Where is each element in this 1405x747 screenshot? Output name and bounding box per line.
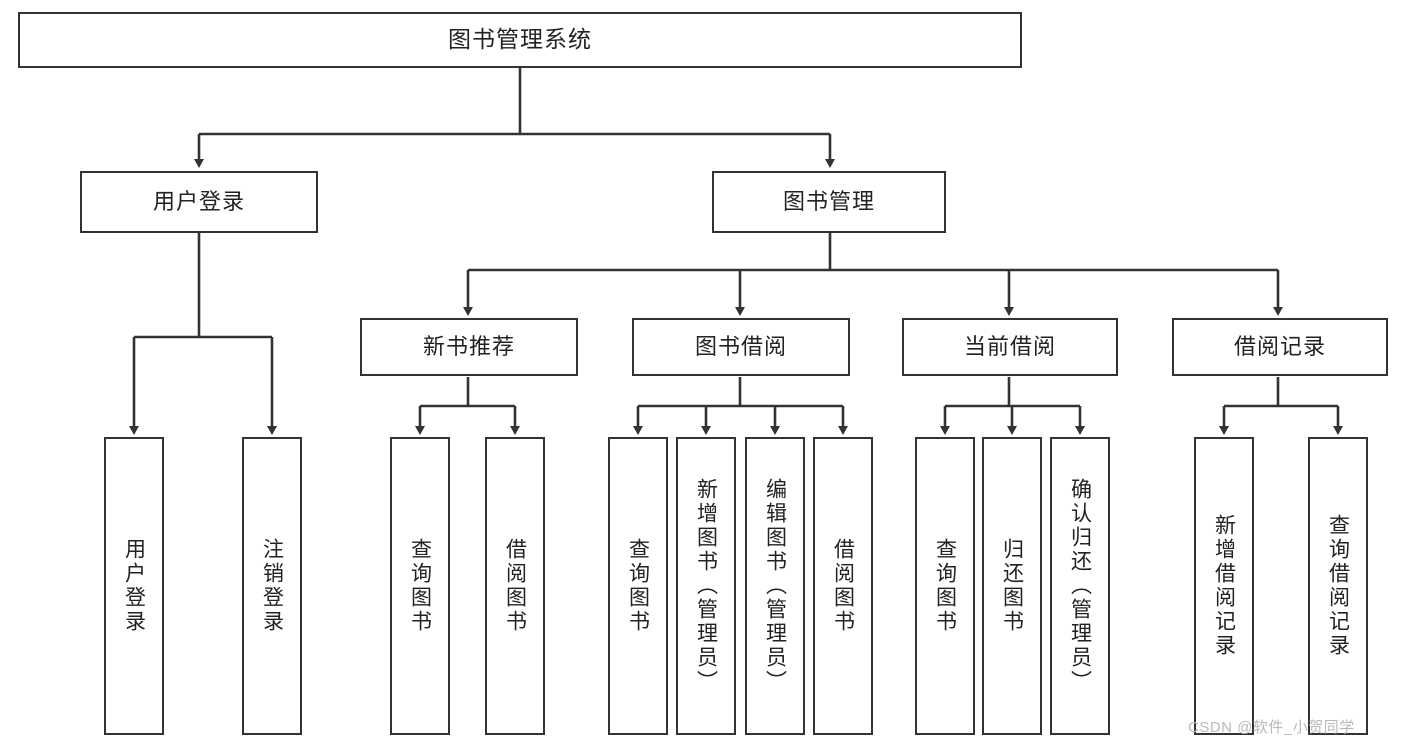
node-borrow-record-label: 借阅记录 [1233,333,1326,359]
leaf-br-add-record[interactable]: 新增借阅记录 [1194,437,1254,735]
leaf-cb-return-book[interactable]: 归还图书 [982,437,1042,735]
csdn-watermark: CSDN @软件_小贺同学 [1188,719,1355,736]
leaf-br-query-record[interactable]: 查询借阅记录 [1308,437,1368,735]
node-root-label: 图书管理系统 [448,26,592,53]
node-new-book-recommend[interactable]: 新书推荐 [360,318,578,376]
leaf-bb-add-book[interactable]: 新增图书（管理员） [676,437,736,735]
node-user-login-label: 用户登录 [152,188,245,214]
leaf-nb-query-book-label: 查询图书 [408,538,432,634]
leaf-bb-edit-book-label: 编辑图书（管理员） [763,478,787,694]
leaf-nb-borrow-book-label: 借阅图书 [503,538,527,634]
leaf-cb-query-book-label: 查询图书 [933,538,957,634]
node-borrow-record[interactable]: 借阅记录 [1172,318,1388,376]
leaf-cb-query-book[interactable]: 查询图书 [915,437,975,735]
leaf-bb-edit-book[interactable]: 编辑图书（管理员） [745,437,805,735]
leaf-user-login-label: 用户登录 [122,538,146,634]
leaf-bb-query-book[interactable]: 查询图书 [608,437,668,735]
leaf-bb-borrow-book[interactable]: 借阅图书 [813,437,873,735]
leaf-user-login[interactable]: 用户登录 [104,437,164,735]
leaf-br-add-record-label: 新增借阅记录 [1212,514,1236,658]
leaf-bb-query-book-label: 查询图书 [626,538,650,634]
node-book-manage[interactable]: 图书管理 [712,171,946,233]
leaf-cb-confirm-return-label: 确认归还（管理员） [1068,478,1092,694]
node-book-borrow[interactable]: 图书借阅 [632,318,850,376]
leaf-cb-confirm-return[interactable]: 确认归还（管理员） [1050,437,1110,735]
leaf-nb-borrow-book[interactable]: 借阅图书 [485,437,545,735]
node-current-borrow[interactable]: 当前借阅 [902,318,1118,376]
leaf-logout[interactable]: 注销登录 [242,437,302,735]
node-user-login[interactable]: 用户登录 [80,171,318,233]
leaf-bb-add-book-label: 新增图书（管理员） [694,478,718,694]
node-root[interactable]: 图书管理系统 [18,12,1022,68]
leaf-br-query-record-label: 查询借阅记录 [1326,514,1350,658]
node-new-book-recommend-label: 新书推荐 [422,333,515,359]
leaf-nb-query-book[interactable]: 查询图书 [390,437,450,735]
node-book-borrow-label: 图书借阅 [694,333,787,359]
leaf-logout-label: 注销登录 [260,538,284,634]
node-book-manage-label: 图书管理 [782,188,875,214]
leaf-cb-return-book-label: 归还图书 [1000,538,1024,634]
leaf-bb-borrow-book-label: 借阅图书 [831,538,855,634]
node-current-borrow-label: 当前借阅 [963,333,1056,359]
